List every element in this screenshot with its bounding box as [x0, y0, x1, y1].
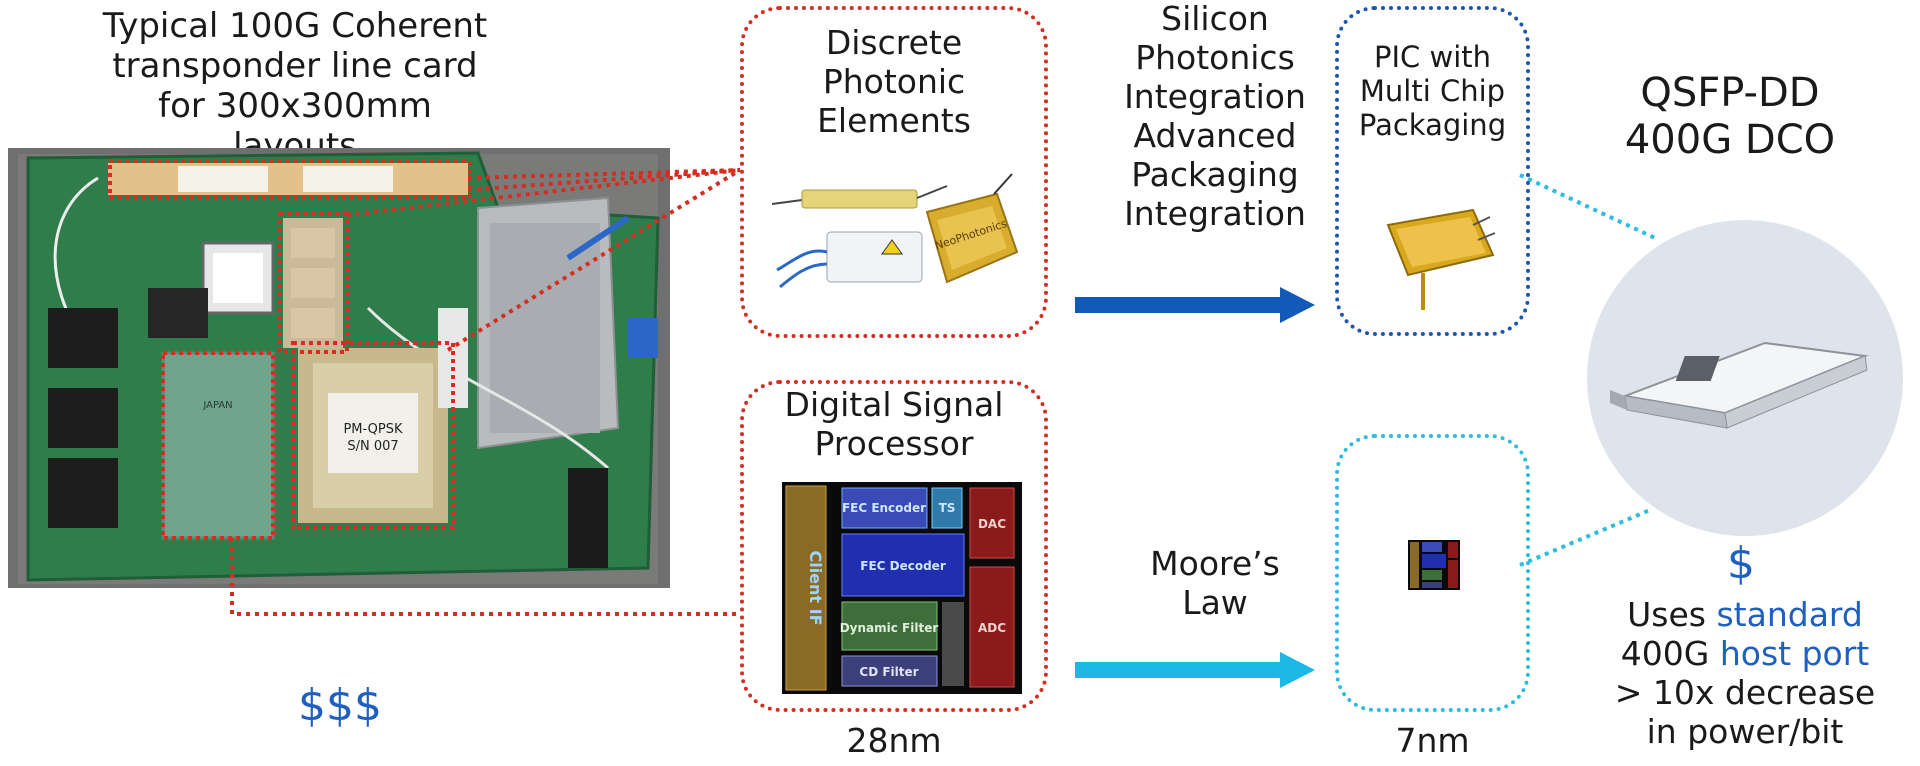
- line-card-title-line-1: Typical 100G Coherent: [102, 6, 488, 46]
- dsp-block-adc: ADC: [978, 621, 1006, 635]
- dsp-box: [740, 380, 1048, 712]
- qsfp-description: Uses standard 400G host port > 10x decre…: [1590, 595, 1900, 752]
- small-dsp-die: [1408, 540, 1460, 590]
- photonic-elements-box: [740, 6, 1048, 338]
- top-arrow-line-1: Silicon: [1161, 0, 1269, 38]
- top-arrow-label: Silicon Photonics Integration Advanced P…: [1100, 0, 1330, 234]
- pic-title: PIC with Multi Chip Packaging: [1335, 40, 1530, 143]
- left-cost: $$$: [298, 680, 382, 731]
- dsp-title-line-1: Digital Signal: [784, 385, 1004, 424]
- dsp-block-client-if: Client IF: [806, 550, 825, 625]
- dsp-node-28nm: 28nm: [846, 721, 942, 760]
- dsp-block-cd-filter: CD Filter: [859, 665, 918, 679]
- dsp-block-ts: TS: [939, 501, 956, 515]
- top-arrow-line-3: Integration: [1124, 76, 1306, 116]
- dsp-block-dac: DAC: [978, 517, 1006, 531]
- desc-standard-highlight: standard: [1716, 595, 1863, 634]
- dsp-chip-text: JAPAN: [202, 400, 232, 411]
- photonic-title-line-1: Discrete: [825, 23, 963, 62]
- small-chip-box: [1335, 434, 1530, 712]
- top-arrow: [1075, 287, 1315, 323]
- photonic-title-line-2: Photonic: [822, 61, 966, 101]
- chip-label-text: PM-QPSK: [343, 422, 403, 437]
- bottom-arrow-label: Moore’s Law: [1100, 544, 1330, 623]
- dsp-title: Digital Signal Processor: [740, 385, 1048, 464]
- top-arrow-line-6: Integration: [1124, 193, 1306, 233]
- qsfp-title-line-1: QSFP-DD: [1640, 70, 1820, 116]
- desc-line-2: 400G host port: [1590, 633, 1900, 674]
- desc-line-4: in power/bit: [1646, 711, 1844, 751]
- photonic-components-image: NeoPhotonics: [772, 173, 1019, 289]
- bottom-arrow-line-2: Law: [1182, 582, 1248, 622]
- chip-sn-text: S/N 007: [347, 439, 398, 454]
- qsfp-title-line-2: 400G DCO: [1624, 117, 1836, 164]
- bottom-arrow-line-1: Moore’s: [1150, 544, 1280, 583]
- dsp-title-line-2: Processor: [814, 423, 974, 463]
- dsp-die-image: Client IF FEC Encoder TS DAC FEC Decoder…: [782, 482, 1022, 694]
- top-arrow-line-4: Advanced: [1133, 115, 1297, 155]
- right-cost: $: [1727, 538, 1755, 589]
- line-card-title-line-2: transponder line card: [112, 46, 478, 87]
- desc-line-3: > 10x decrease: [1614, 672, 1876, 712]
- line-card-title: Typical 100G Coherent transponder line c…: [95, 6, 495, 166]
- pic-title-line-1: PIC with: [1373, 40, 1492, 74]
- desc-line-2-prefix: 400G: [1620, 633, 1720, 673]
- top-arrow-line-2: Photonics: [1135, 37, 1295, 77]
- top-arrow-line-5: Packaging: [1131, 154, 1299, 194]
- dsp-block-fec-decoder: FEC Decoder: [860, 559, 946, 573]
- qsfp-module-circle: [1587, 220, 1903, 536]
- pic-module-image: [1386, 208, 1496, 310]
- dsp-block-fec-encoder: FEC Encoder: [842, 501, 926, 515]
- qsfp-title: QSFP-DD 400G DCO: [1600, 70, 1860, 164]
- desc-host-port-highlight: host port: [1719, 633, 1870, 673]
- line-card-photo: PM-QPSK S/N 007 JAPAN: [8, 148, 670, 588]
- pic-title-line-3: Packaging: [1358, 108, 1507, 143]
- pic-box: [1335, 6, 1530, 336]
- photonic-title-line-3: Elements: [817, 100, 971, 140]
- dsp-block-dynamic-filter: Dynamic Filter: [840, 621, 939, 635]
- desc-line-1: Uses standard: [1590, 595, 1900, 635]
- pic-title-line-2: Multi Chip: [1359, 74, 1506, 109]
- bottom-arrow: [1075, 652, 1315, 688]
- small-chip-node-7nm: 7nm: [1395, 721, 1470, 760]
- photonic-elements-title: Discrete Photonic Elements: [740, 23, 1048, 141]
- desc-line-1-prefix: Uses: [1627, 595, 1717, 634]
